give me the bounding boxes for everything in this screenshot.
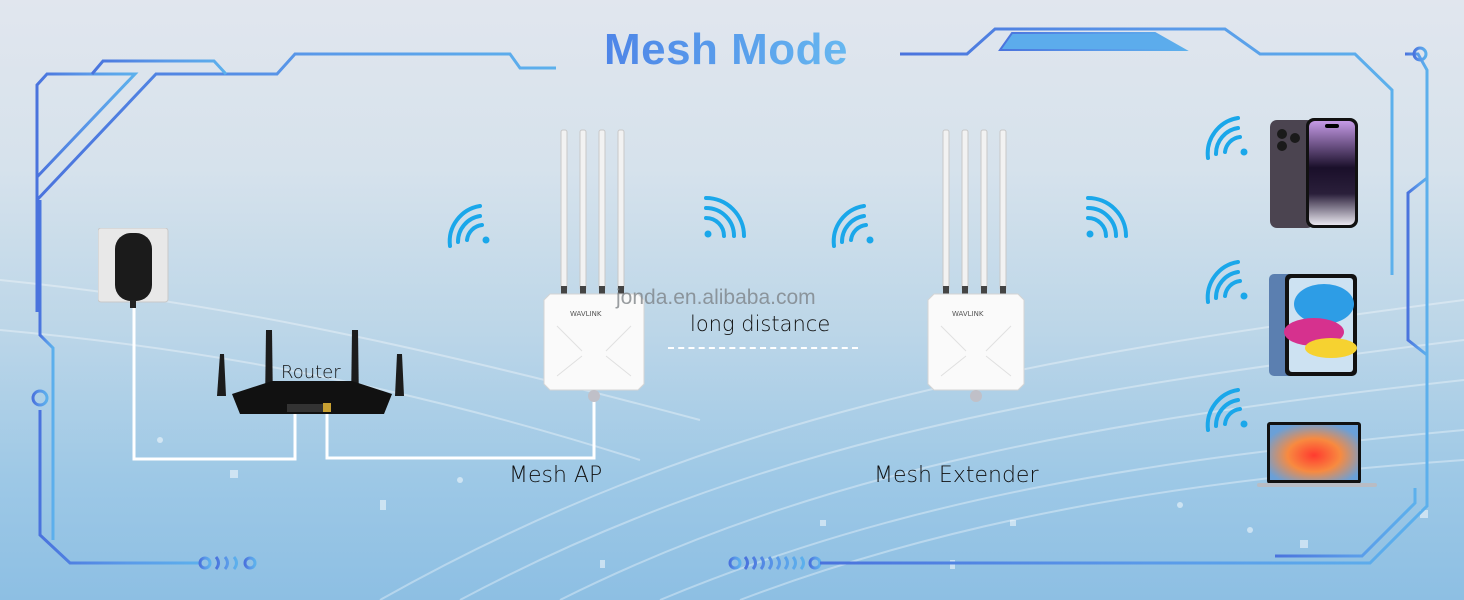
long-distance-label: long distance (690, 312, 831, 336)
router-label: Router (281, 362, 341, 383)
mesh-extender-image: WAVLINK (927, 129, 1025, 402)
watermark: jonda.en.alibaba.com (616, 286, 816, 309)
wifi-signal-icon (1205, 260, 1248, 304)
laptop-image (1257, 422, 1377, 487)
wifi-signal-icon (1086, 196, 1128, 238)
power-adapter-image (98, 228, 169, 308)
svg-text:WAVLINK: WAVLINK (952, 310, 984, 318)
smartphone-image (1270, 118, 1358, 228)
wifi-signal-icon (447, 204, 490, 248)
mesh-ap-image: WAVLINK (543, 129, 645, 402)
wifi-signal-icon (831, 204, 874, 248)
router-image (217, 330, 404, 414)
wifi-signal-icon (1205, 116, 1248, 160)
wifi-signal-icon (1205, 388, 1248, 432)
wifi-signal-icon (704, 196, 746, 238)
mesh-extender-label: Mesh Extender (874, 463, 1039, 488)
svg-text:WAVLINK: WAVLINK (570, 310, 602, 318)
long-distance-dashed-line (668, 347, 858, 349)
page-title: Mesh Mode (556, 20, 896, 80)
mesh-ap-label: Mesh AP (509, 463, 603, 488)
tablet-image (1269, 274, 1357, 376)
